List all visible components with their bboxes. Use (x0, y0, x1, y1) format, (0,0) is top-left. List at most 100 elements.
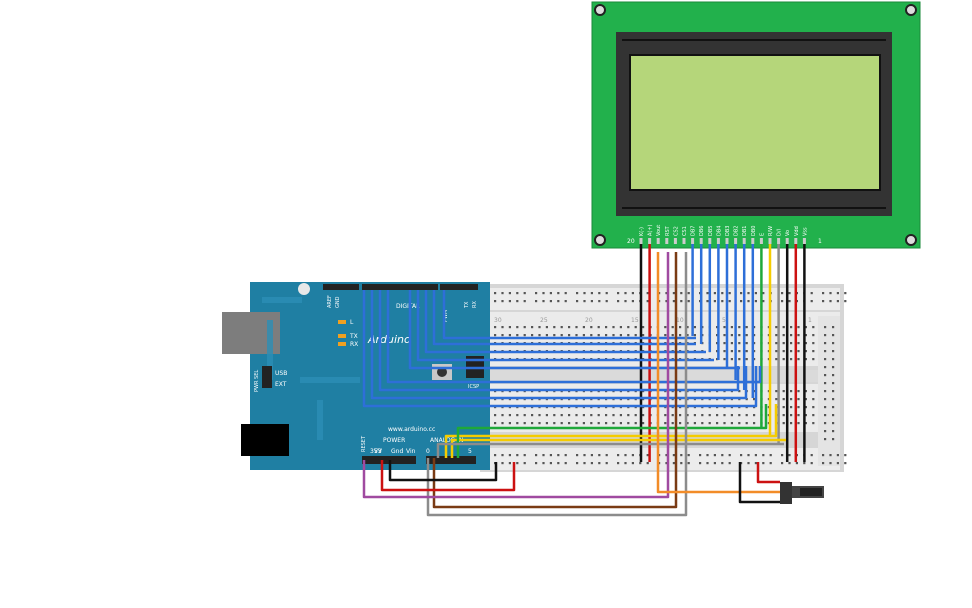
wire-blue (386, 290, 762, 384)
col-number: 10 (676, 317, 684, 324)
breadboard-hole (568, 334, 571, 337)
breadboard-hole (797, 398, 800, 401)
breadboard-hole (810, 462, 813, 465)
breadboard-hole (832, 430, 835, 433)
breadboard-hole (781, 454, 784, 457)
breadboard-hole (730, 422, 733, 425)
breadboard-hole (564, 292, 567, 295)
breadboard-hole (782, 422, 785, 425)
breadboard-hole (747, 462, 750, 465)
breadboard-hole (775, 398, 778, 401)
breadboard-hole (590, 462, 593, 465)
breadboard-hole (597, 414, 600, 417)
led-l (338, 320, 346, 324)
breadboard-hole (781, 462, 784, 465)
wire-blue (432, 290, 696, 346)
breadboard-hole (797, 342, 800, 345)
breadboard-hole (832, 342, 835, 345)
breadboard-hole (564, 454, 567, 457)
breadboard-hole (560, 414, 563, 417)
breadboard-hole (686, 334, 689, 337)
breadboard-hole (829, 454, 832, 457)
pwr-sel-jumper[interactable] (262, 366, 272, 388)
breadboard-hole (723, 358, 726, 361)
breadboard-hole (844, 454, 847, 457)
breadboard-hole (523, 414, 526, 417)
breadboard-hole (693, 326, 696, 329)
breadboard-hole (824, 366, 827, 369)
breadboard-hole (575, 326, 578, 329)
col-number: 5 (722, 317, 726, 324)
breadboard-hole (699, 454, 702, 457)
gnd-label: GND (335, 296, 341, 308)
breadboard-hole (494, 414, 497, 417)
breadboard-hole (671, 422, 674, 425)
lcd-pin-label: DB4 (716, 226, 722, 236)
potentiometer[interactable] (780, 482, 824, 504)
breadboard-hole (568, 414, 571, 417)
breadboard-hole (508, 414, 511, 417)
breadboard-hole (646, 462, 649, 465)
breadboard-hole (693, 414, 696, 417)
breadboard-hole (782, 326, 785, 329)
breadboard-hole (716, 326, 719, 329)
breadboard-hole (775, 334, 778, 337)
usb-label: USB (275, 370, 287, 377)
breadboard-hole (790, 406, 793, 409)
a5-label: 5 (468, 448, 472, 455)
breadboard-hole (782, 390, 785, 393)
breadboard-hole (687, 292, 690, 295)
header-top-left (323, 284, 359, 290)
breadboard-hole (508, 326, 511, 329)
breadboard-hole (494, 326, 497, 329)
breadboard-hole (535, 300, 538, 303)
lcd-pin (716, 238, 720, 244)
breadboard-hole (665, 292, 668, 295)
lcd-pin-label: Vout (656, 225, 662, 236)
breadboard-hole (642, 414, 645, 417)
breadboard-hole (716, 334, 719, 337)
ext-label: EXT (275, 381, 287, 388)
breadboard-hole (721, 462, 724, 465)
led-tx-label: TX (349, 333, 358, 340)
breadboard-hole (501, 422, 504, 425)
breadboard-hole (781, 292, 784, 295)
breadboard-hole (775, 390, 778, 393)
lcd-pin-label: Vss (802, 227, 808, 236)
breadboard-hole (538, 414, 541, 417)
breadboard-hole (542, 454, 545, 457)
breadboard-hole (836, 300, 839, 303)
breadboard-hole (738, 358, 741, 361)
breadboard-hole (790, 414, 793, 417)
reset-button[interactable] (437, 367, 447, 377)
lcd-pin-label: Vdd (794, 226, 800, 236)
breadboard-hole (582, 422, 585, 425)
breadboard-hole (775, 326, 778, 329)
breadboard-hole (788, 292, 791, 295)
breadboard-hole (687, 300, 690, 303)
breadboard-hole (804, 422, 807, 425)
breadboard-hole (679, 422, 682, 425)
lcd-mount-hole (594, 4, 606, 16)
breadboard-hole (824, 382, 827, 385)
breadboard-hole (824, 430, 827, 433)
breadboard-hole (686, 414, 689, 417)
lcd-pin-label: Vo (785, 230, 791, 236)
wire-black (388, 460, 498, 482)
breadboard-hole (753, 422, 756, 425)
breadboard-hole (824, 350, 827, 353)
breadboard-hole (723, 350, 726, 353)
breadboard-hole (639, 462, 642, 465)
breadboard-hole (624, 454, 627, 457)
breadboard-hole (795, 462, 798, 465)
breadboard-hole (730, 334, 733, 337)
breadboard-hole (721, 292, 724, 295)
breadboard-hole (790, 398, 793, 401)
breadboard-hole (671, 414, 674, 417)
header-digital (362, 284, 438, 290)
breadboard-hole (824, 374, 827, 377)
breadboard-hole (832, 390, 835, 393)
breadboard-column-numbers: 30 25 20 15 10 5 1 (494, 317, 812, 324)
breadboard-hole (619, 334, 622, 337)
led-l-label: L (350, 319, 354, 326)
